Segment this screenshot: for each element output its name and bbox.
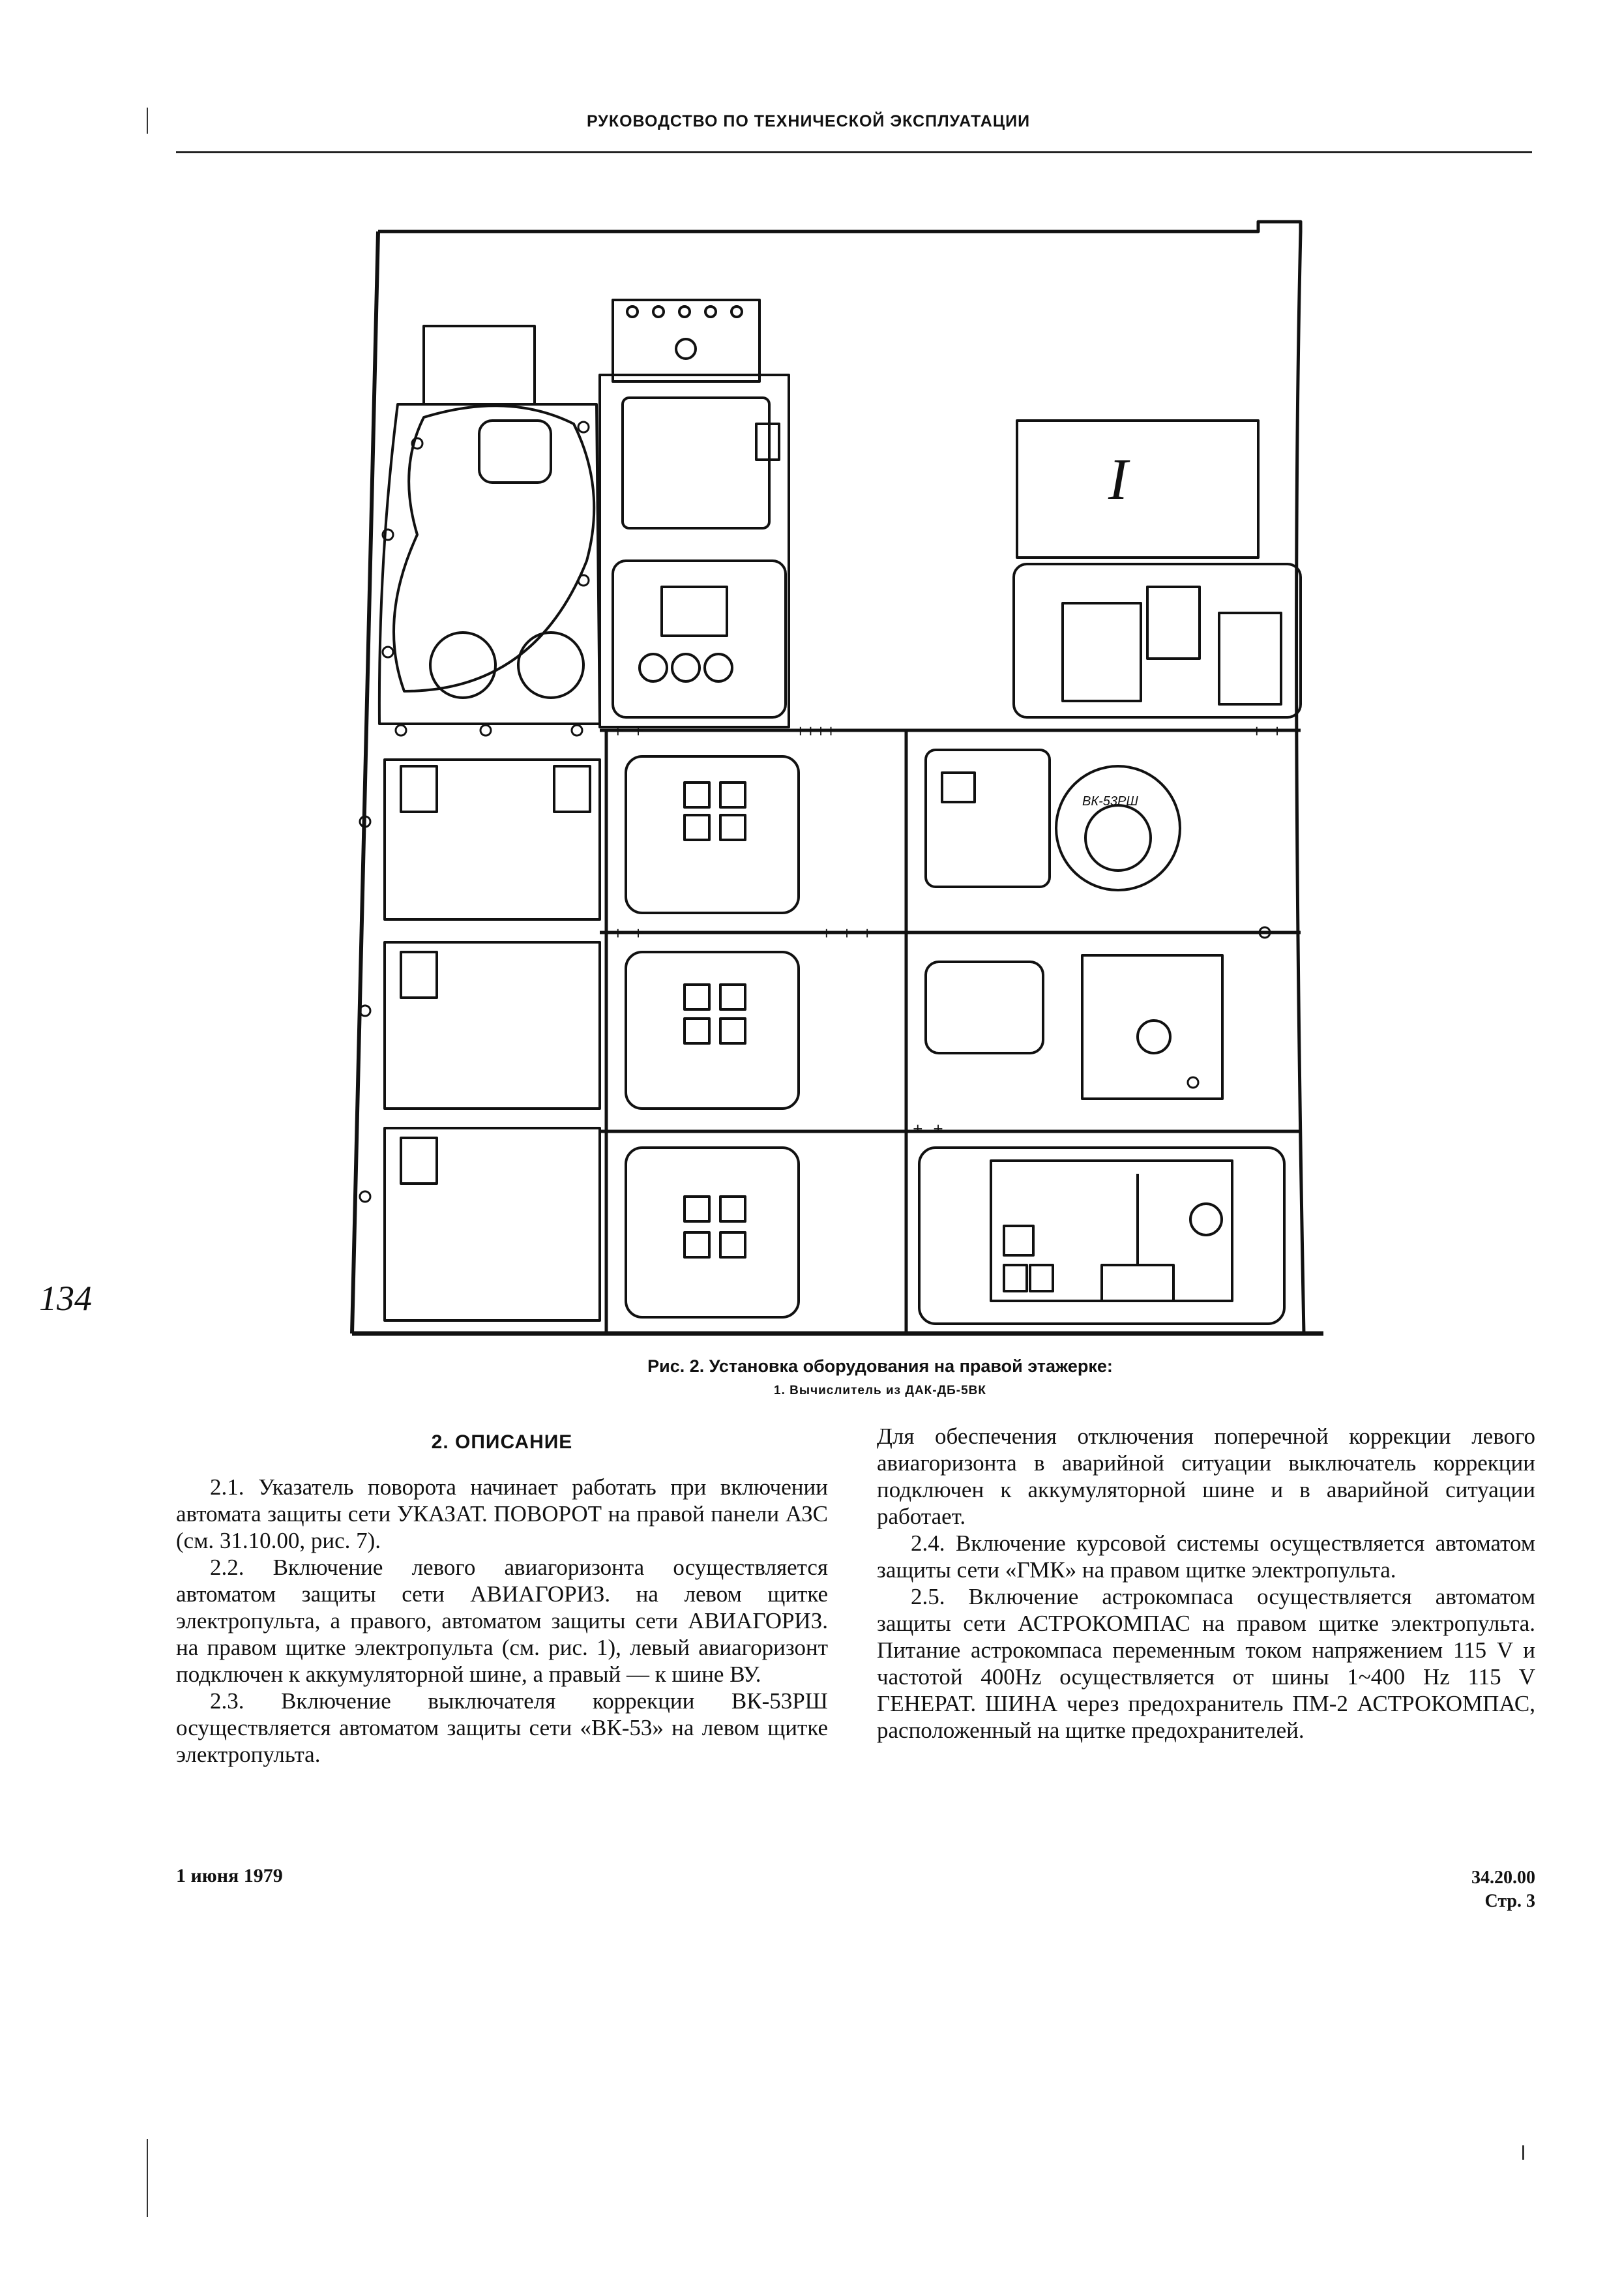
margin-tick-right <box>1522 2145 1524 2160</box>
svg-text:+ +: + + <box>613 723 643 742</box>
unit-label: I <box>1108 447 1130 512</box>
paragraph-2-5: 2.5. Включение астрокомпаса осуществляет… <box>877 1584 1535 1743</box>
instrument-label: ВК-53РШ <box>1082 794 1138 809</box>
paragraph-2-1: 2.1. Указатель поворота начинает работат… <box>176 1474 828 1553</box>
paragraph-2-4: 2.4. Включение курсовой системы осуществ… <box>877 1530 1535 1583</box>
page-header: РУКОВОДСТВО ПО ТЕХНИЧЕСКОЙ ЭКСПЛУАТАЦИИ <box>586 112 1031 130</box>
svg-text:+ +: + + <box>613 925 643 944</box>
margin-number: 134 <box>39 1279 92 1318</box>
footer-date: 1 июня 1979 <box>176 1865 283 1886</box>
footer-page-number: Стр. 3 <box>1484 1891 1535 1911</box>
paragraph-2-3: 2.3. Включение выключателя коррекции ВК-… <box>176 1688 828 1767</box>
margin-mark <box>147 108 148 134</box>
header-rule <box>176 151 1532 153</box>
svg-text:+ +: + + <box>1252 723 1282 742</box>
margin-tick <box>147 2139 148 2217</box>
svg-text:+ +: + + <box>913 1120 943 1140</box>
left-column: 2.1. Указатель поворота начинает работат… <box>176 1474 828 1768</box>
figure-caption: Рис. 2. Установка оборудования на правой… <box>647 1356 1113 1376</box>
equipment-rack-drawing: I ВК-53РШ + + + <box>350 220 1323 1336</box>
svg-text:++++: ++++ <box>795 723 836 742</box>
figure-legend: 1. Вычислитель из ДАК-ДБ-5ВК <box>774 1384 986 1397</box>
footer-doc-info: 34.20.00 Стр. 3 <box>1369 1866 1535 1913</box>
right-column: Для обеспечения отключения поперечной ко… <box>877 1423 1535 1744</box>
section-title: 2. ОПИСАНИЕ <box>431 1431 573 1453</box>
footer-doc-number: 34.20.00 <box>1471 1868 1535 1888</box>
paragraph-2-2: 2.2. Включение левого авиагоризонта осущ… <box>176 1555 828 1687</box>
svg-text:+ + +: + + + <box>821 925 872 944</box>
paragraph-continuation: Для обеспечения отключения поперечной ко… <box>877 1424 1535 1529</box>
